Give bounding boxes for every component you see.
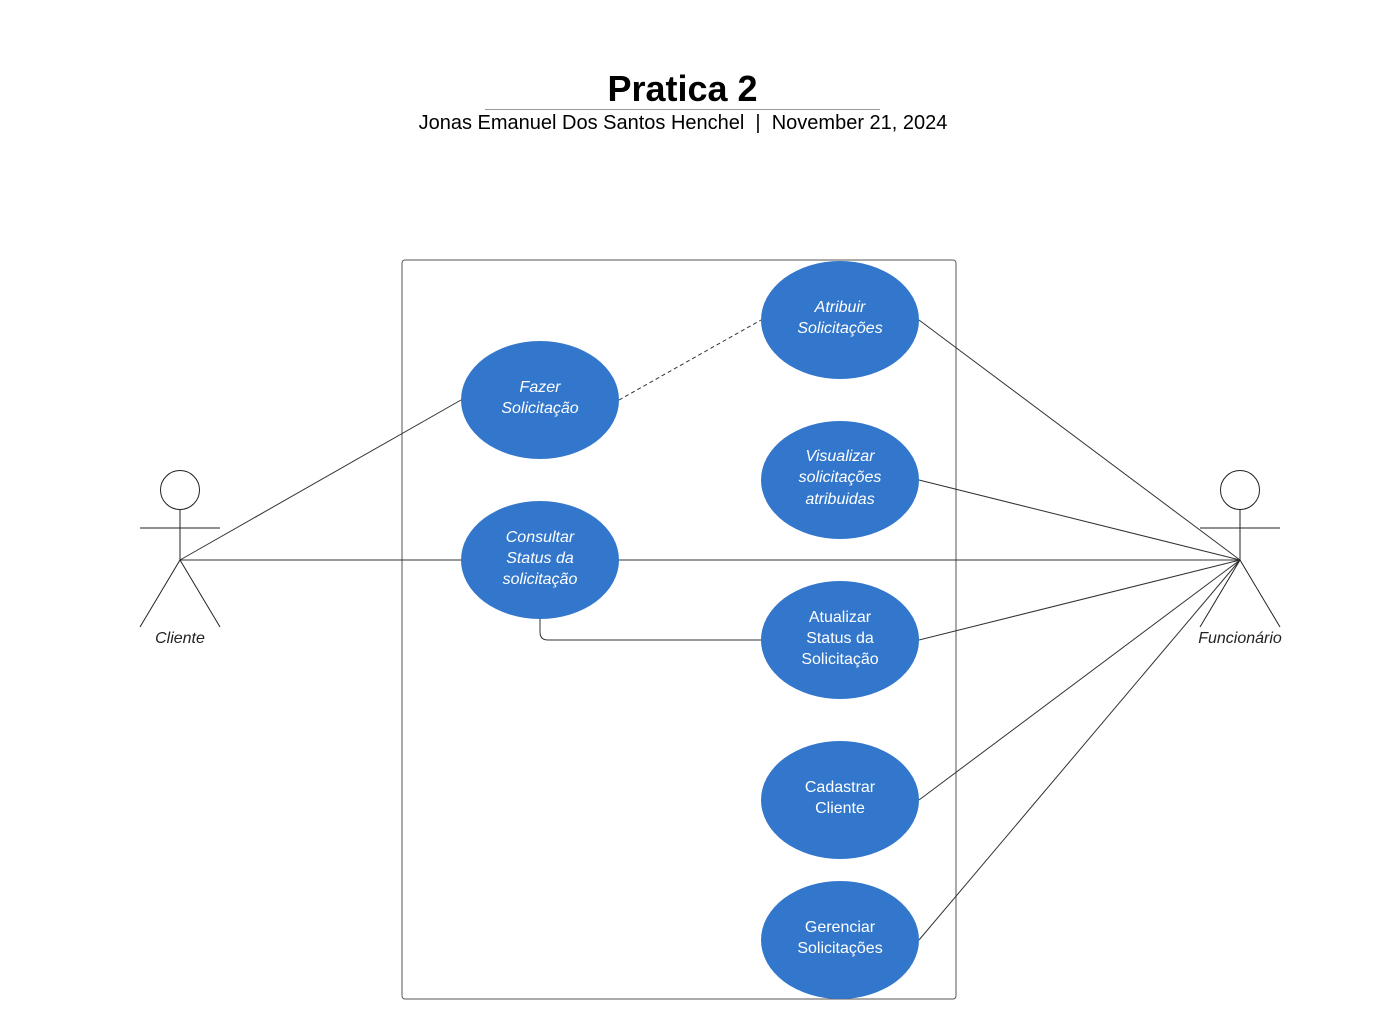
use-case-cadastrar-cliente[interactable]: Cadastrar Cliente: [761, 741, 919, 859]
use-case-label: solicitação: [503, 571, 578, 588]
use-case-label: Gerenciar: [805, 919, 876, 936]
use-case-label: Cadastrar: [805, 779, 876, 796]
association-cliente-fazer: [179, 399, 462, 561]
dependency-fazer-atribuir: [618, 319, 762, 401]
association-funcionario-cadastrar: [918, 559, 1241, 801]
use-case-label: Atualizar: [809, 609, 872, 626]
actor-head-icon: [160, 470, 200, 510]
use-case-label: Solicitações: [797, 320, 882, 337]
actor-cliente[interactable]: [139, 470, 221, 628]
use-case-label: Cliente: [815, 800, 865, 817]
actor-label-cliente: Cliente: [155, 630, 205, 647]
use-case-label: Status da: [506, 550, 574, 567]
use-case-label: Solicitações: [797, 940, 882, 957]
relation-atualizar-consultar: [539, 619, 761, 641]
diagram-subtitle: Jonas Emanuel Dos Santos Henchel | Novem…: [418, 112, 948, 134]
use-case-visualizar-atribuidas[interactable]: Visualizar solicitações atribuidas: [761, 421, 919, 539]
title-underline: [485, 109, 880, 110]
use-case-label: Status da: [806, 630, 874, 647]
association-funcionario-atualizar: [918, 559, 1241, 641]
use-case-label: Fazer: [520, 379, 562, 396]
use-case-consultar-status[interactable]: Consultar Status da solicitação: [461, 501, 619, 619]
association-funcionario-gerenciar: [918, 559, 1241, 941]
use-case-atribuir-solicitacoes[interactable]: Atribuir Solicitações: [761, 261, 919, 379]
use-case-gerenciar-solicitacoes[interactable]: Gerenciar Solicitações: [761, 881, 919, 999]
actor-head-icon: [1220, 470, 1260, 510]
use-case-atualizar-status[interactable]: Atualizar Status da Solicitação: [761, 581, 919, 699]
use-case-label: Atribuir: [814, 299, 866, 316]
use-case-label: atribuidas: [805, 491, 874, 508]
system-boundary: [401, 259, 957, 1000]
use-case-label: Solicitação: [801, 651, 878, 668]
association-funcionario-atribuir: [918, 319, 1241, 561]
actor-funcionario[interactable]: [1199, 470, 1281, 628]
association-funcionario-visualizar: [918, 479, 1241, 561]
use-case-fazer-solicitacao[interactable]: Fazer Solicitação: [461, 341, 619, 459]
actor-label-funcionario: Funcionário: [1198, 630, 1282, 647]
use-case-label: solicitações: [799, 469, 882, 486]
use-case-label: Consultar: [506, 529, 575, 546]
use-case-label: Visualizar: [805, 448, 875, 465]
diagram-title: Pratica 2: [607, 68, 758, 109]
use-case-label: Solicitação: [501, 400, 578, 417]
